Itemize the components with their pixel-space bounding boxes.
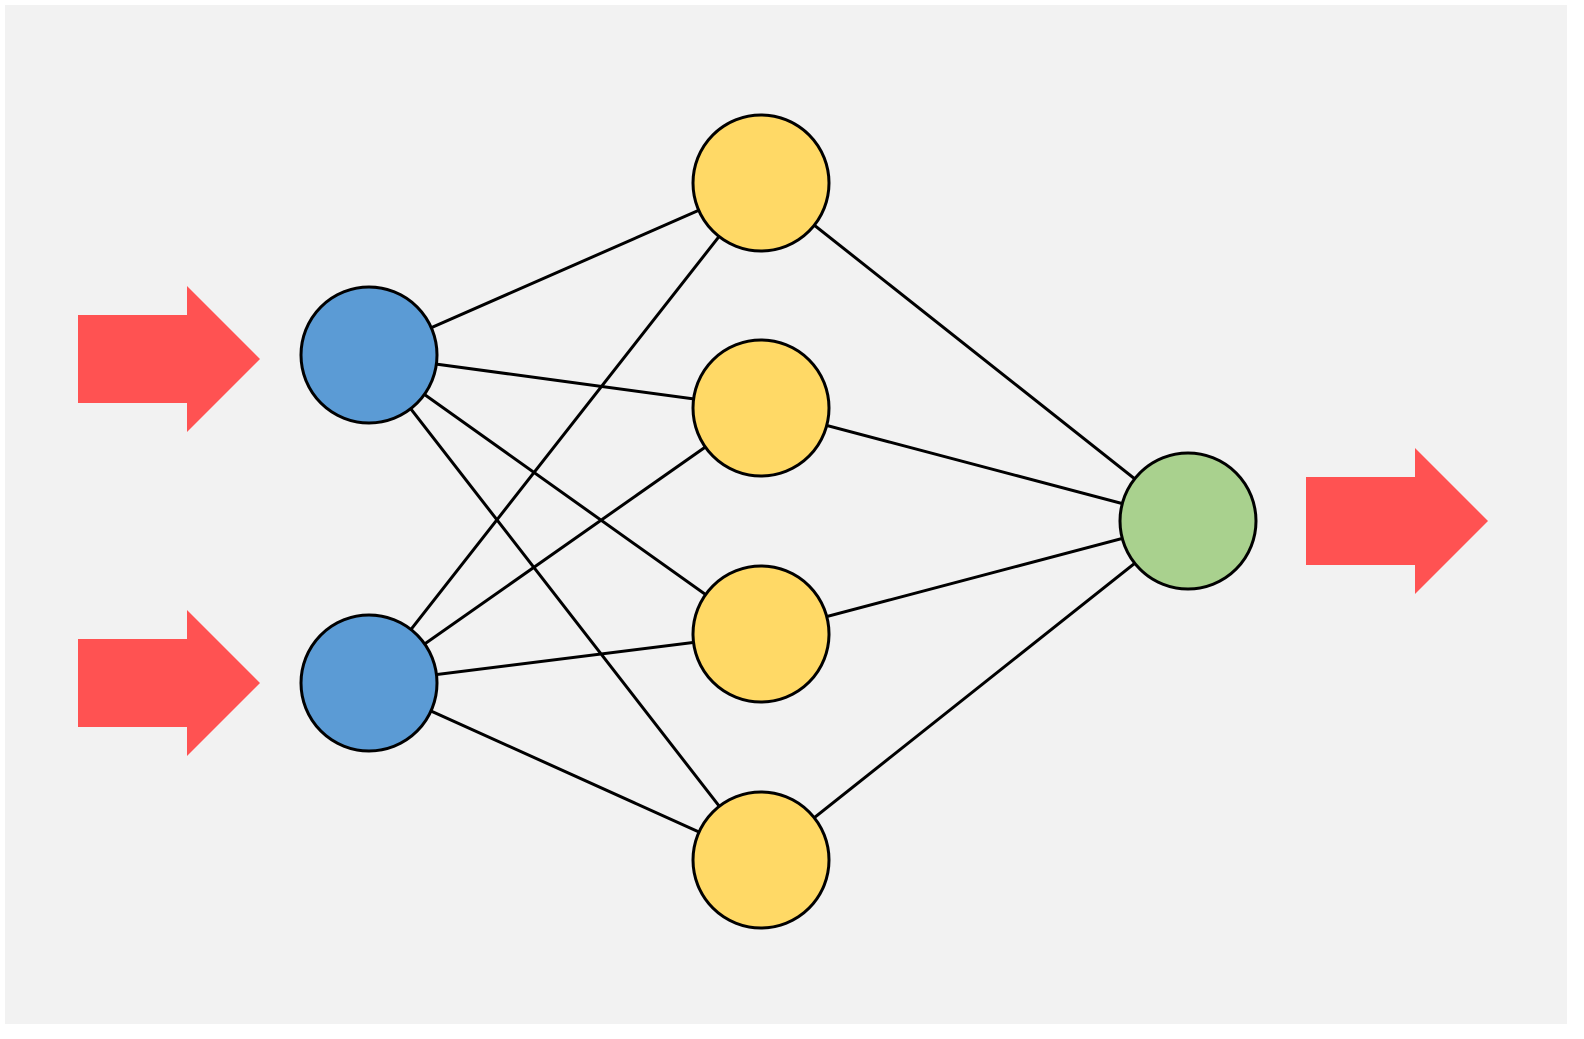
- hidden-node-1: [691, 338, 831, 478]
- connection-input-0-to-hidden-3: [367, 354, 763, 861]
- connection-input-1-to-hidden-0: [367, 182, 763, 684]
- output-arrow-0: [1306, 448, 1488, 594]
- connection-input-1-to-hidden-1: [368, 406, 762, 685]
- connection-input-1-to-hidden-3: [368, 681, 762, 862]
- hidden-node-3: [691, 790, 831, 930]
- connection-input-0-to-hidden-0: [368, 181, 762, 357]
- connections-layer: [367, 181, 1189, 862]
- input-arrow-1: [78, 610, 260, 756]
- nodes-layer: [299, 113, 1258, 930]
- connection-hidden-3-to-output-0: [760, 519, 1189, 862]
- hidden-node-0: [691, 113, 831, 253]
- output-node-0: [1118, 451, 1258, 591]
- input-arrow-0: [78, 286, 260, 432]
- connection-hidden-0-to-output-0: [760, 181, 1189, 523]
- connection-hidden-1-to-output-0: [760, 406, 1189, 523]
- input-node-0: [299, 285, 439, 425]
- hidden-node-2: [691, 564, 831, 704]
- input-node-1: [299, 613, 439, 753]
- connection-input-0-to-hidden-2: [368, 353, 762, 636]
- arrows-layer: [78, 286, 1488, 756]
- connection-hidden-2-to-output-0: [760, 519, 1189, 636]
